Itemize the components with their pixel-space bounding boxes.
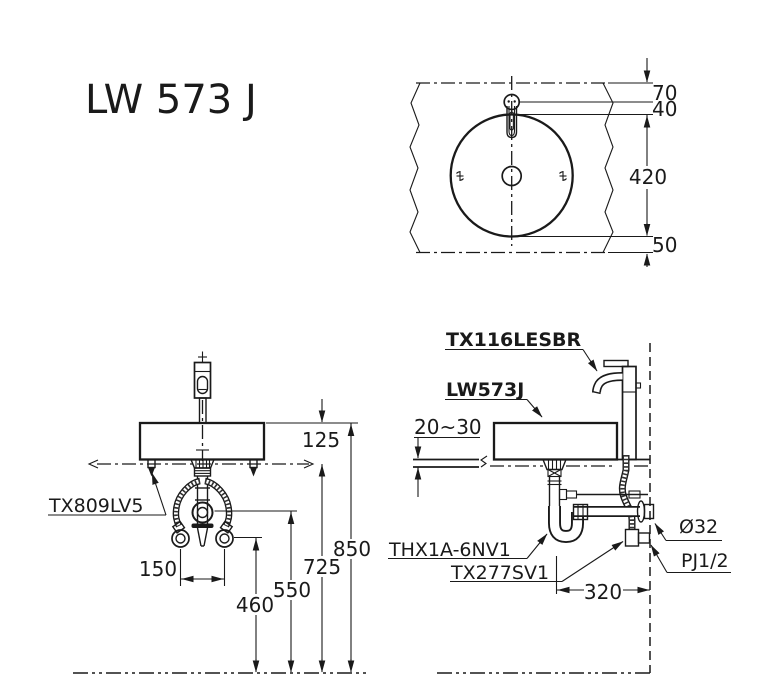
- dim-50: 50: [652, 233, 677, 257]
- side-view: TX116LESBR LW573J 20~30 THX1A-6NV1 TX277…: [388, 329, 731, 674]
- dim-460: 460: [236, 593, 274, 617]
- supply-hose-side: [618, 455, 636, 529]
- leader-supply-thread: [650, 544, 668, 573]
- supply-hose-left: [171, 477, 201, 548]
- leader-basin: [526, 399, 543, 418]
- supply-hose-right: [204, 477, 234, 548]
- dim-150: 150: [139, 557, 177, 581]
- counter-side: [413, 455, 650, 468]
- dim-125: 125: [302, 428, 340, 452]
- front-view: TX809LV5: [48, 351, 371, 674]
- fixing-bolt-left: [147, 458, 156, 477]
- drain-tailpiece: [189, 458, 216, 477]
- dim-725: 725: [303, 555, 341, 579]
- label-trap: THX1A-6NV1: [388, 539, 511, 561]
- faucet-dot: [513, 100, 516, 103]
- label-stop-valve: TX277SV1: [450, 562, 549, 584]
- label-basin: LW573J: [446, 379, 524, 401]
- counter-break-left: [87, 459, 99, 469]
- fixing-bolt-right: [249, 458, 258, 477]
- break-line-right: [602, 82, 614, 253]
- label-drain-diameter: Ø32: [679, 516, 718, 538]
- leader-drain-fitting: [151, 472, 167, 516]
- dim-counter-thickness: 20~30: [414, 415, 482, 439]
- popup-rod: [558, 488, 648, 501]
- basin-outline-side: [492, 421, 619, 461]
- dimension-line: [414, 436, 480, 497]
- stop-valve-side: [624, 528, 651, 547]
- extension-lines: [514, 82, 653, 254]
- pipe-clamp: [191, 523, 214, 528]
- leader-faucet: [582, 349, 598, 372]
- faucet-dot: [507, 100, 510, 103]
- dim-70: 70: [652, 81, 677, 105]
- top-view: 70 40 420 50: [409, 58, 677, 267]
- trap-outlet-circle: [191, 501, 214, 524]
- break-line-left: [409, 82, 421, 253]
- trap-outlet-inner: [196, 506, 209, 519]
- mount-mark-right: [559, 171, 567, 181]
- pipe-taper-tip: [196, 527, 209, 547]
- dim-850: 850: [333, 537, 371, 561]
- counter-break-right: [303, 459, 315, 469]
- leader-drain-diameter: [654, 523, 667, 541]
- leader-trap: [526, 533, 548, 559]
- label-drain-fitting: TX809LV5: [48, 495, 143, 517]
- dim-550: 550: [273, 578, 311, 602]
- faucet-front: [193, 351, 212, 424]
- label-supply-thread: PJ1/2: [681, 550, 729, 572]
- dim-420: 420: [629, 165, 667, 189]
- extension-lines: [179, 422, 358, 586]
- dim-40: 40: [652, 97, 677, 121]
- leader-stop-valve: [561, 541, 624, 582]
- p-trap: [548, 500, 655, 544]
- dim-320: 320: [584, 580, 622, 604]
- label-faucet: TX116LESBR: [446, 329, 582, 351]
- mount-mark-left: [456, 171, 464, 181]
- drain-side: [541, 458, 568, 508]
- page-title: LW 573 J: [85, 77, 257, 123]
- dimension-line: [555, 556, 650, 594]
